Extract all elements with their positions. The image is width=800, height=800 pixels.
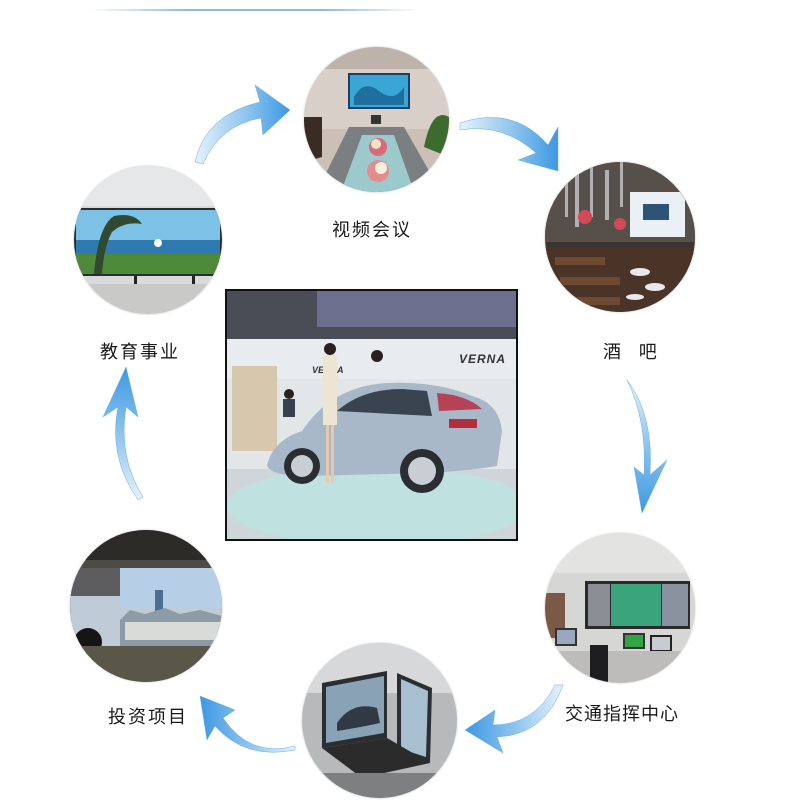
arrow-bar-to-traffic-command-center-icon [626,379,668,514]
education-image [74,166,222,314]
bar-image [545,162,695,312]
arrow-exhibition-to-investment-project-icon [199,695,296,753]
video-conference-label: 视频会议 [332,220,412,241]
verna-sign: VERNA [459,352,506,366]
education-label: 教育事业 [100,342,180,363]
center-car-showroom-image: VERNA VERNA [225,289,518,541]
investment-project-label: 投资项目 [108,707,188,728]
arrow-traffic-command-center-to-exhibition-icon [464,684,564,754]
traffic-command-center-image [545,533,695,683]
arrow-education-to-video-conference-icon [194,84,291,165]
investment-project-image [70,530,222,682]
bar-label: 酒 吧 [603,342,663,363]
video-conference-image [304,47,449,192]
arrow-video-conference-to-bar-icon [459,117,559,172]
decorative-top-line [90,9,420,11]
arrow-investment-project-to-education-icon [102,366,144,501]
traffic-command-center-label: 交通指挥中心 [565,704,679,725]
exhibition-image [302,643,457,798]
